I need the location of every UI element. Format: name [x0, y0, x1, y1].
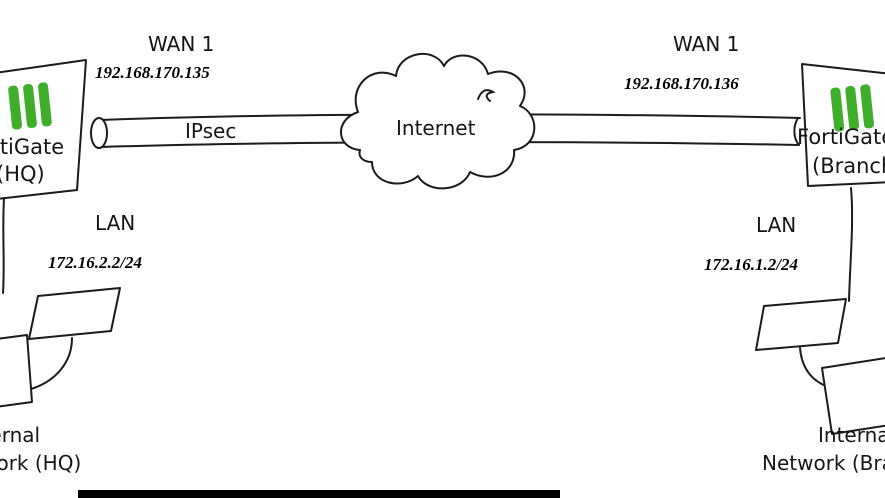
tunnel-left-opening	[90, 117, 108, 149]
branch-wan-ip: 192.168.170.136	[624, 74, 739, 93]
branch-device-name: FortiGate	[797, 125, 885, 149]
branch-device-suffix: (Branch)	[812, 154, 885, 178]
ipsec-tunnel-label: IPsec	[185, 119, 237, 143]
branch-switch	[755, 298, 847, 351]
branch-lan-ip: 172.16.1.2/24	[704, 255, 798, 274]
hq-lan-link	[0, 197, 121, 408]
branch-internal-node	[821, 357, 885, 435]
hq-device-suffix: (HQ)	[0, 162, 45, 186]
tunnel-right-opening	[793, 117, 800, 146]
branch-internal-network-line1: Internal	[818, 423, 885, 447]
branch-internal-network-line2: Network (Branch)	[762, 451, 885, 475]
fortigate-hq-device	[0, 59, 87, 200]
fortigate-branch-device	[801, 63, 885, 187]
hq-internal-network-line2: Network (HQ)	[0, 451, 82, 475]
hq-lan-ip: 172.16.2.2/24	[48, 253, 142, 272]
branch-wan-label: WAN 1	[673, 32, 740, 56]
internet-cloud	[340, 52, 536, 190]
fortigate-hq-icon	[8, 82, 52, 130]
hq-wan-ip: 192.168.170.135	[95, 63, 210, 82]
fortigate-branch-icon	[830, 84, 875, 132]
internet-label: Internet	[396, 116, 476, 140]
hq-internal-network-line1: Internal	[0, 423, 41, 447]
hq-switch	[28, 287, 121, 340]
bottom-bar	[78, 490, 560, 498]
hq-internal-node	[0, 334, 33, 408]
branch-lan-label: LAN	[756, 213, 797, 237]
hq-lan-label: LAN	[95, 211, 136, 235]
branch-lan-link	[755, 187, 885, 435]
cloud-squiggle	[477, 89, 496, 102]
hq-device-name: FortiGate	[0, 135, 65, 159]
hq-wan-label: WAN 1	[148, 32, 215, 56]
